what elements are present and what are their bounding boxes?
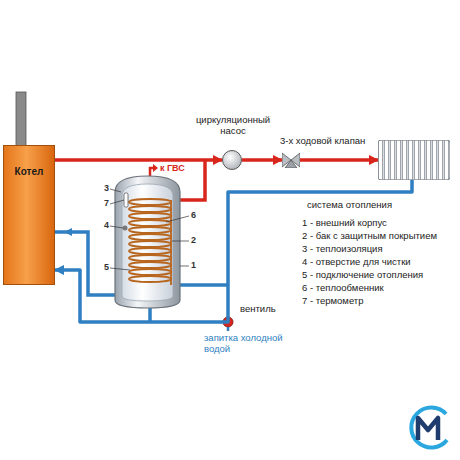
callout-number: 4	[103, 220, 110, 230]
pump-label: циркуляционный насос	[191, 115, 275, 137]
cold-feed-pipe	[227, 327, 230, 331]
boiler-label: Котел	[15, 166, 44, 178]
logo	[411, 408, 447, 448]
flow-arrow	[153, 164, 158, 172]
chimney	[16, 92, 26, 146]
callout-number: 2	[190, 235, 197, 245]
hot-water-label: к ГВС	[160, 163, 185, 173]
legend-line: 7 - термометр	[302, 296, 364, 307]
supply-pipe	[300, 158, 378, 162]
boiler-box: Котел	[3, 145, 55, 285]
tank-inner-vessel	[122, 184, 173, 301]
leader-lines	[110, 189, 189, 270]
legend-line: 5 - подключение отопления	[302, 270, 423, 281]
callout-number: 6	[190, 210, 197, 220]
supply-pipe	[242, 158, 282, 162]
valve-label: 3-х ходовой клапан	[280, 136, 365, 147]
tank-outer-shell	[115, 176, 180, 308]
legend-line: 2 - бак с защитным покрытием	[302, 231, 437, 242]
return-pipe	[55, 232, 117, 295]
three-way-valve: 3-х ходовой клапан	[282, 152, 300, 168]
legend-line: 4 - отверстие для чистки	[302, 257, 411, 268]
supply-pipe	[55, 158, 222, 162]
callout-number: 3	[103, 183, 110, 193]
callout-number: 7	[103, 198, 110, 208]
flow-arrow	[64, 228, 72, 236]
cleaning-hole	[123, 226, 128, 231]
thermometer	[124, 193, 128, 207]
legend-line: 3 - теплоизоляция	[302, 244, 383, 255]
return-pipe	[55, 180, 412, 322]
legend-line: 1 - внешний корпус	[302, 218, 387, 229]
valve-label: вентиль	[240, 304, 276, 315]
radiator-label: система отопления	[306, 200, 393, 211]
radiator: система отопления	[378, 140, 450, 180]
cold-feed-label: запитка холодной водой	[204, 333, 304, 355]
callout-number: 5	[103, 262, 110, 272]
legend-line: 6 - теплообменник	[302, 283, 384, 294]
callout-number: 1	[190, 260, 197, 270]
circulation-pump: циркуляционный насос	[222, 150, 242, 170]
heat-exchanger-coil	[129, 199, 171, 285]
coil-return-pipe	[176, 283, 228, 287]
